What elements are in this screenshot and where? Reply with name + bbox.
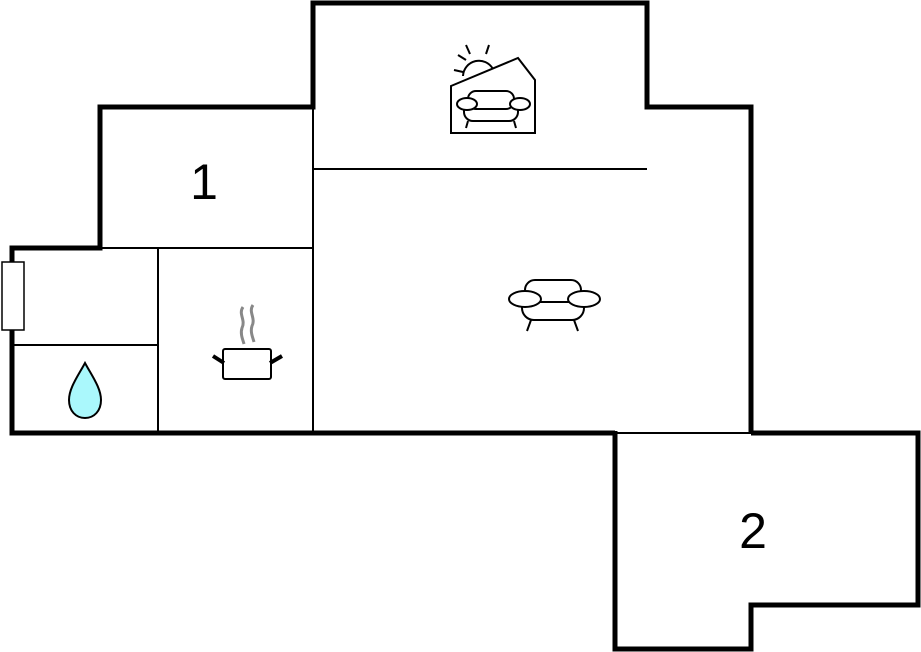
armchair-icon bbox=[508, 279, 601, 332]
door-icon bbox=[1, 261, 25, 331]
interior-walls bbox=[12, 107, 751, 434]
water-drop-icon bbox=[67, 360, 103, 420]
cooking-pot-icon bbox=[211, 304, 284, 380]
room-label-1: 1 bbox=[190, 154, 218, 210]
room-label-2: 2 bbox=[739, 503, 767, 559]
sun-house-armchair-icon bbox=[450, 44, 536, 134]
